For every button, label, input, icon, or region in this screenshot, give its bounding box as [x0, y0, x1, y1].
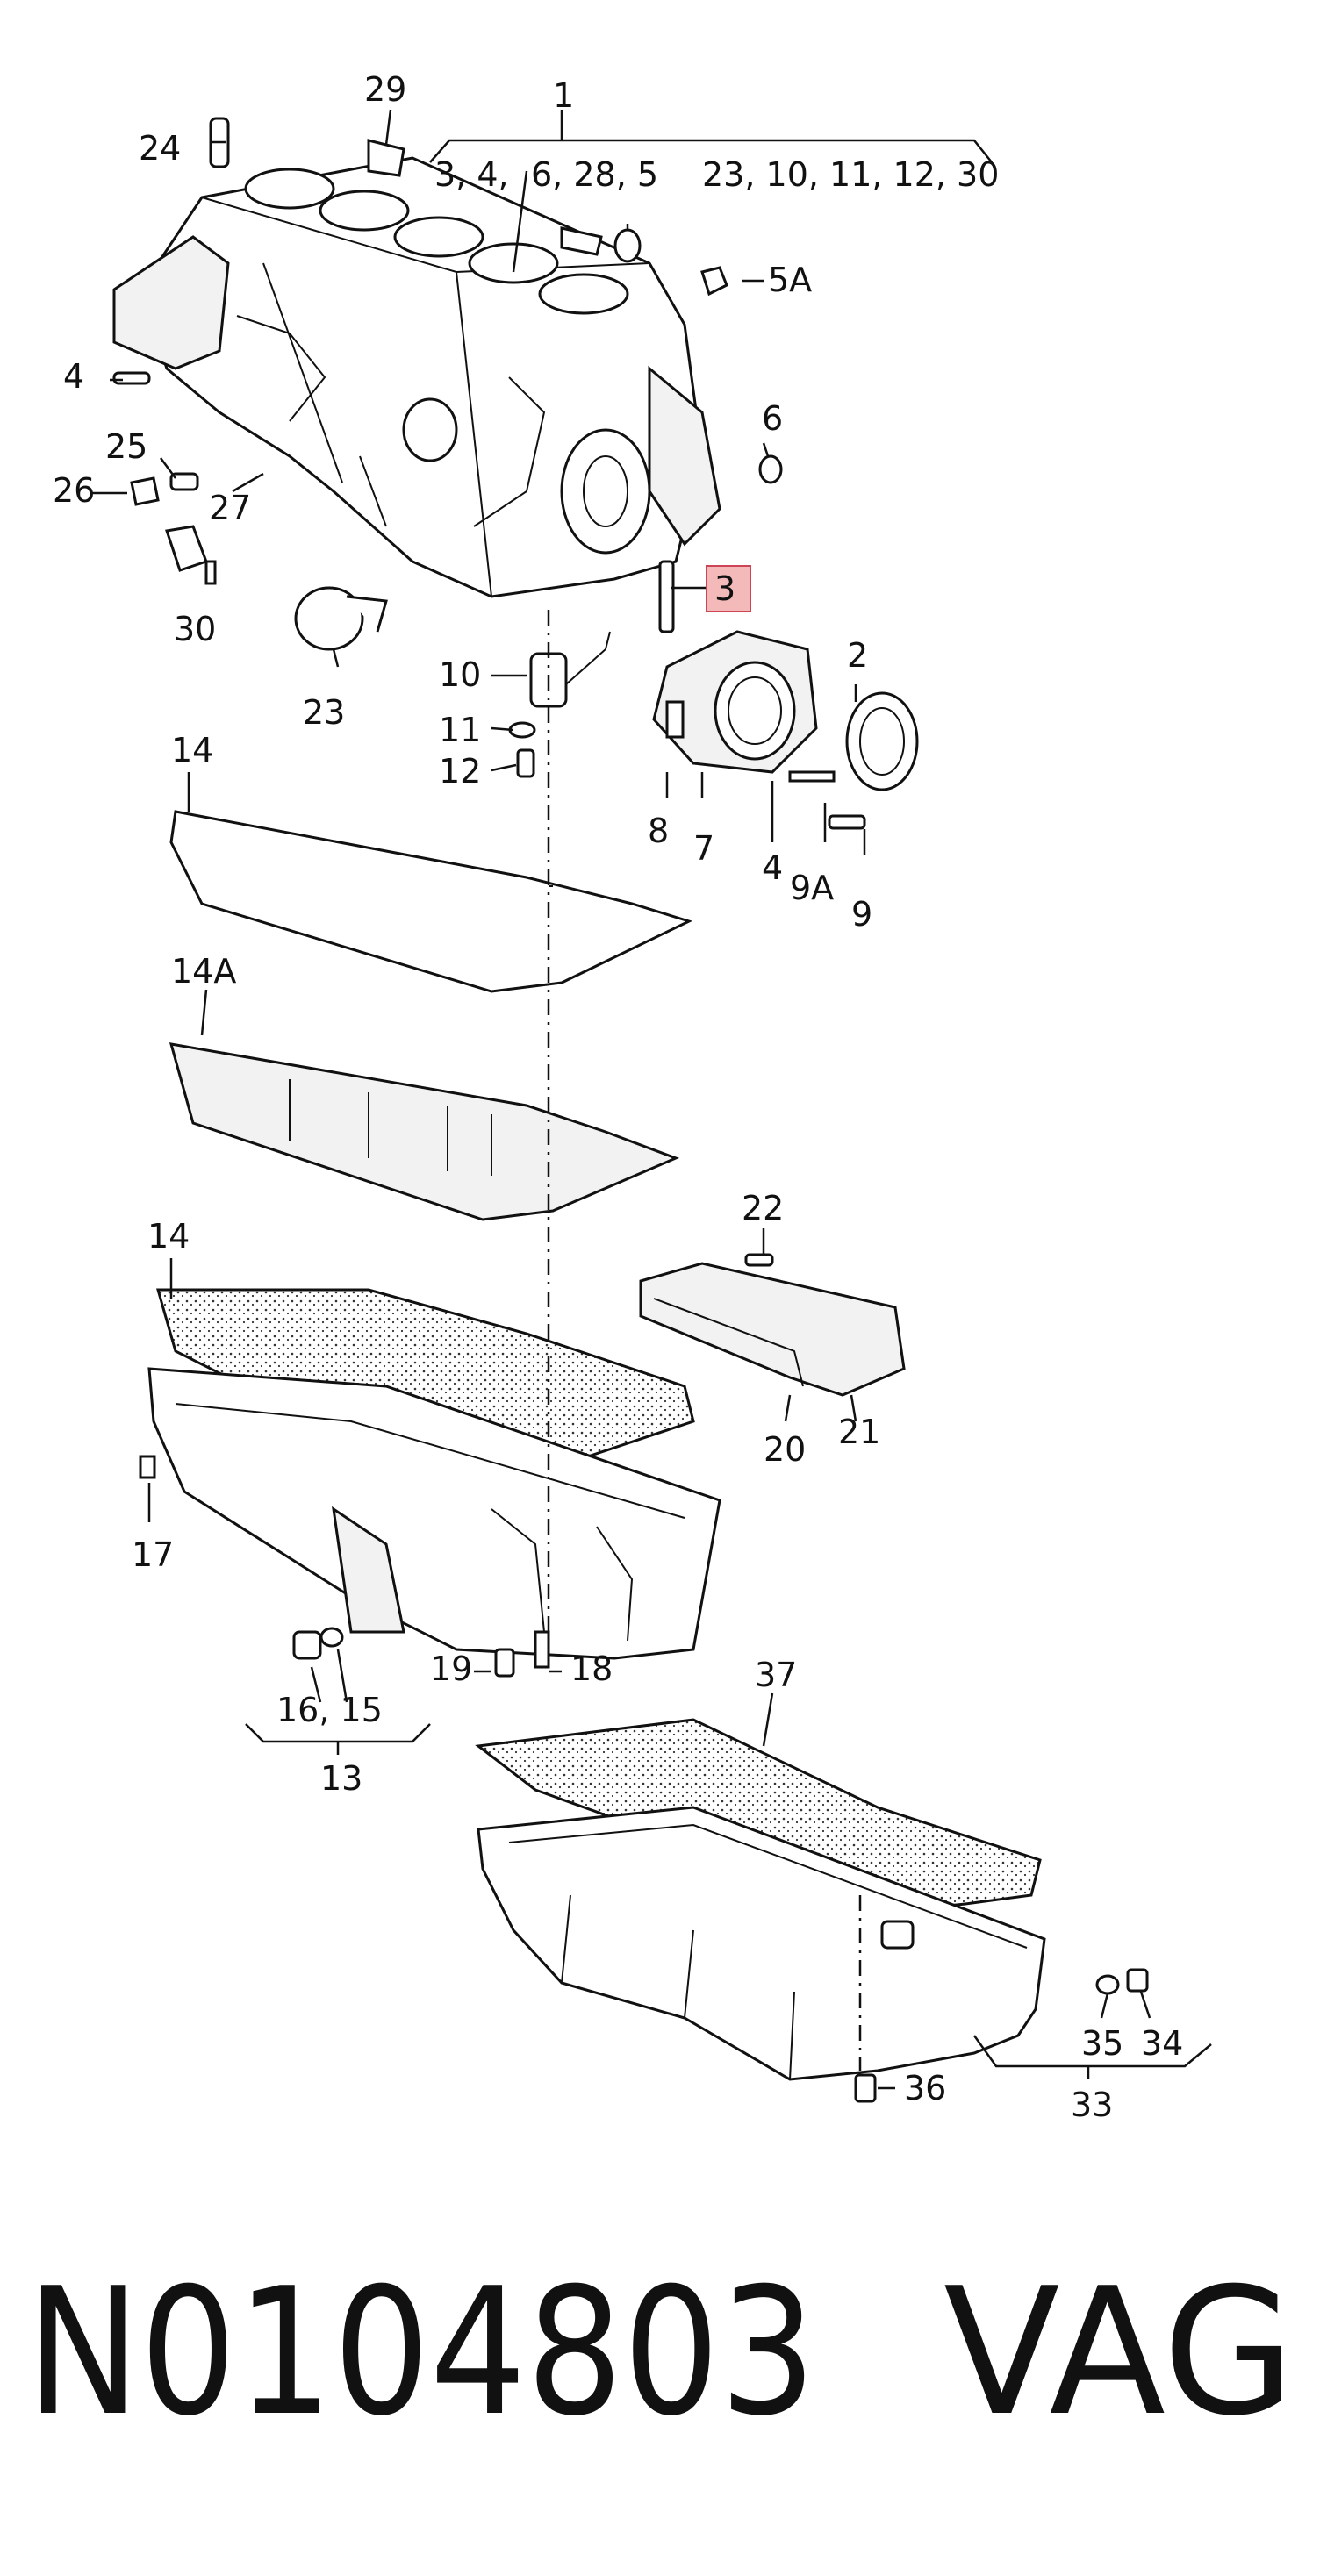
callout-8: 8: [648, 812, 669, 850]
callout-7: 7: [693, 829, 714, 868]
center-lines: [547, 610, 862, 2071]
leader-lines: [92, 109, 1212, 2090]
callout-23: 23: [303, 693, 345, 732]
lower-oil-pan: [477, 1806, 1149, 2103]
callout-34: 34: [1141, 2024, 1183, 2063]
callout-13: 13: [320, 1759, 362, 1798]
callout-16-15: 16, 15: [276, 1691, 383, 1729]
callout-1-sub-c: 23, 10, 11, 12, 30: [702, 155, 999, 194]
callout-29: 29: [364, 70, 406, 109]
upper-oil-pan: [139, 1367, 721, 1678]
callout-1: 1: [553, 76, 574, 115]
callout-3: 3: [714, 569, 735, 608]
callout-21: 21: [838, 1413, 880, 1451]
callout-12: 12: [439, 752, 481, 791]
callout-19: 19: [430, 1649, 472, 1688]
callout-2: 2: [847, 636, 868, 675]
callout-24: 24: [139, 129, 181, 168]
rear-seal-housing: [652, 560, 919, 830]
callout-20: 20: [764, 1430, 806, 1469]
callout-10: 10: [439, 655, 481, 694]
callout-14-lower: 14: [147, 1217, 190, 1256]
callout-25: 25: [105, 427, 147, 466]
callout-labels: 1 3, 4, 6, 28, 5 23, 10, 11, 12, 30 29 2…: [53, 70, 1183, 2124]
gasket-14-upper: [169, 810, 693, 993]
callout-37: 37: [755, 1656, 797, 1694]
callout-17: 17: [132, 1535, 174, 1574]
callout-26: 26: [53, 471, 95, 510]
callout-36: 36: [904, 2069, 946, 2107]
brand-name: VAG: [943, 2250, 1295, 2455]
callout-30: 30: [174, 610, 216, 648]
gasket-14a: [169, 1042, 680, 1221]
callout-11: 11: [439, 711, 481, 749]
engine-block: [112, 156, 721, 598]
callout-9a: 9A: [790, 869, 834, 907]
callout-33: 33: [1071, 2086, 1113, 2124]
callout-14a: 14A: [171, 952, 236, 991]
callout-18: 18: [570, 1649, 613, 1688]
callout-27: 27: [209, 489, 251, 527]
callout-35: 35: [1081, 2024, 1123, 2063]
sensor-part: [508, 631, 611, 778]
callout-4-upper: 4: [63, 357, 84, 396]
block-accessories: [112, 117, 783, 651]
callout-1-sub-a: 3, 4,: [434, 155, 509, 194]
callout-4-lower: 4: [762, 848, 783, 887]
callout-22: 22: [742, 1189, 784, 1227]
callout-5a: 5A: [768, 261, 812, 299]
highlight-box-3: [706, 565, 751, 612]
callout-6: 6: [762, 399, 783, 438]
baffle-assembly: [639, 1253, 906, 1397]
part-number: N0104803: [26, 2250, 816, 2455]
callout-1-sub-b: 6, 28, 5: [531, 155, 658, 194]
callout-14-upper: 14: [171, 731, 213, 769]
callout-9: 9: [851, 895, 872, 934]
